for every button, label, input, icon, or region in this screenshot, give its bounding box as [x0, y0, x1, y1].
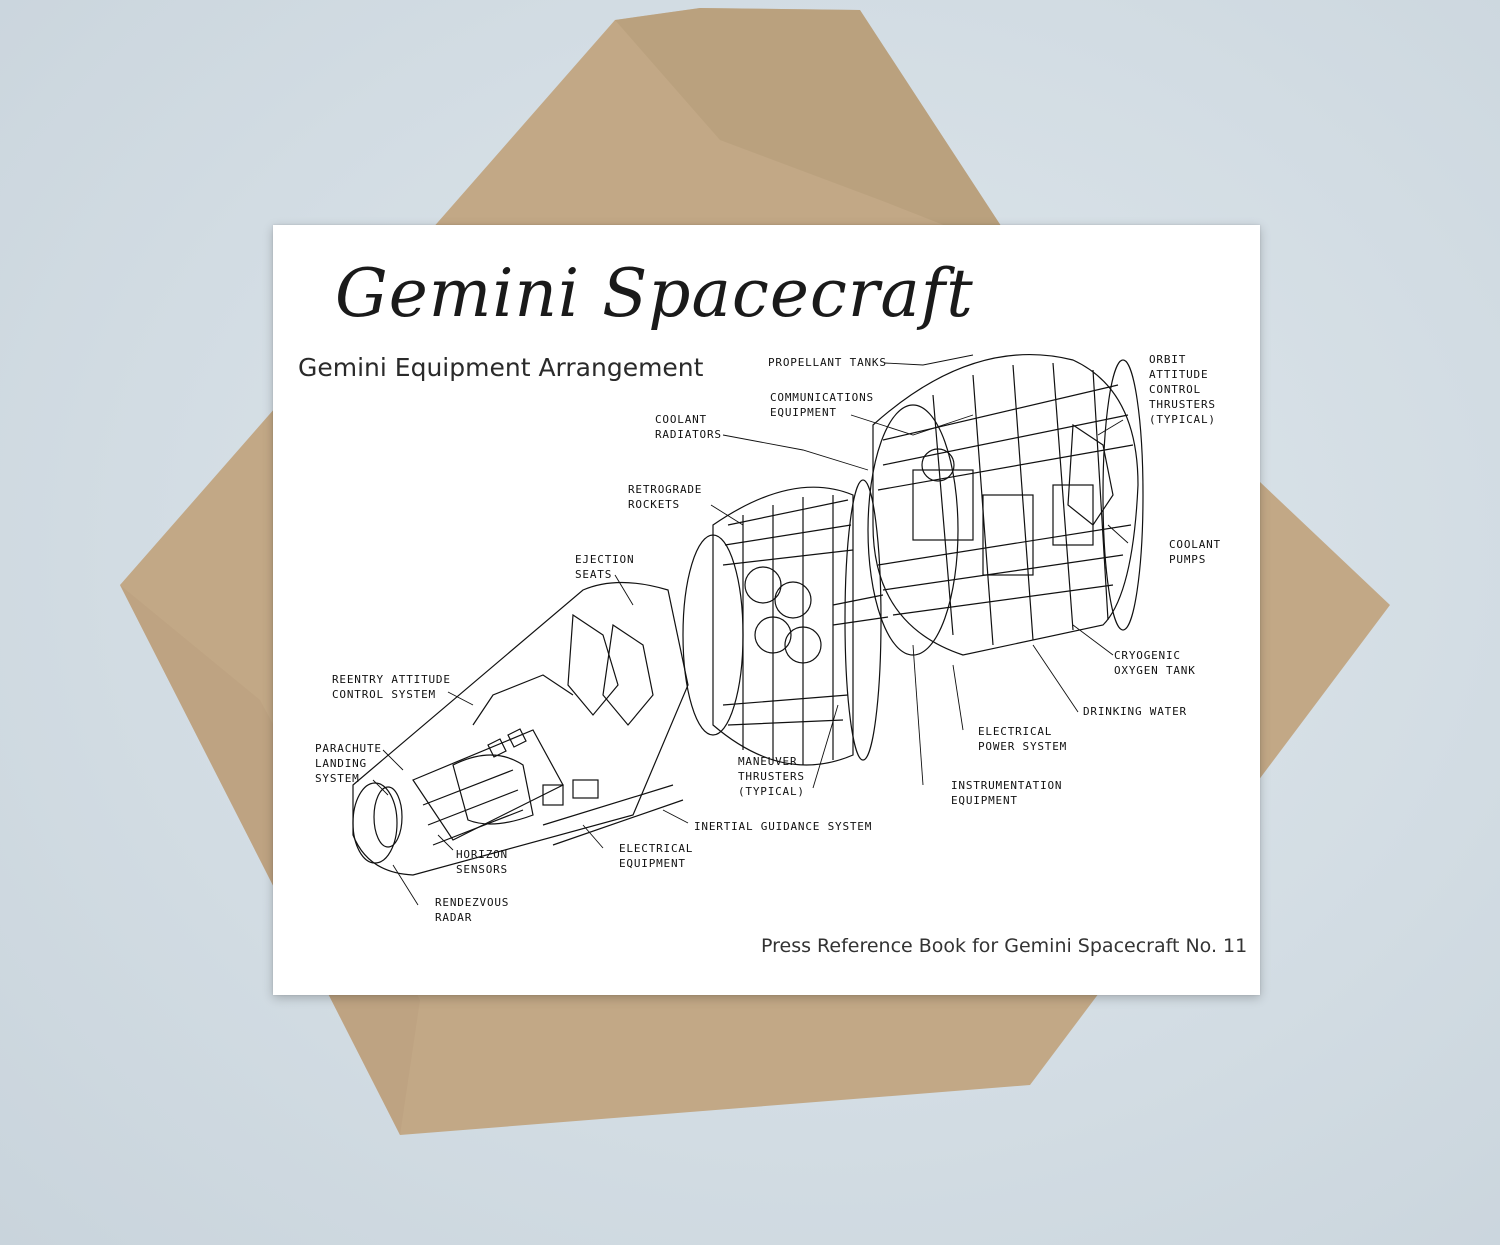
label-communications-equipment: COMMUNICATIONS EQUIPMENT	[770, 391, 874, 419]
retrograde-section-drawing	[682, 479, 889, 766]
postcard: Gemini Spacecraft Gemini Equipment Arran…	[273, 225, 1260, 995]
label-electrical-equipment: ELECTRICAL EQUIPMENT	[619, 842, 694, 870]
label-retrograde-rockets: RETROGRADE ROCKETS	[628, 483, 703, 511]
reentry-module-drawing	[352, 581, 689, 876]
card-title: Gemini Spacecraft	[335, 255, 974, 332]
label-rendezvous-radar: RENDEZVOUS RADAR	[435, 896, 510, 924]
label-electrical-power-system: ELECTRICAL POWER SYSTEM	[978, 725, 1068, 753]
adapter-module-drawing	[867, 354, 1144, 656]
label-cryogenic-oxygen-tank: CRYOGENIC OXYGEN TANK	[1114, 649, 1196, 677]
label-orbit-attitude-thrusters: ORBIT ATTITUDE CONTROL THRUSTERS (TYPICA…	[1149, 353, 1216, 426]
card-footer: Press Reference Book for Gemini Spacecra…	[761, 935, 1248, 957]
label-horizon-sensors: HORIZON SENSORS	[456, 848, 508, 876]
leader-lines	[372, 354, 1129, 906]
label-drinking-water: DRINKING WATER	[1083, 705, 1187, 718]
label-maneuver-thrusters: MANEUVER THRUSTERS (TYPICAL)	[738, 755, 805, 798]
label-reentry-attitude-control: REENTRY ATTITUDE CONTROL SYSTEM	[332, 673, 451, 701]
spacecraft-illustration	[352, 354, 1144, 906]
card-subtitle: Gemini Equipment Arrangement	[298, 353, 704, 382]
label-inertial-guidance-system: INERTIAL GUIDANCE SYSTEM	[694, 820, 873, 833]
label-parachute-landing-system: PARACHUTE LANDING SYSTEM	[315, 742, 382, 785]
label-propellant-tanks: PROPELLANT TANKS	[768, 356, 887, 369]
label-ejection-seats: EJECTION SEATS	[575, 553, 635, 581]
label-coolant-radiators: COOLANT RADIATORS	[655, 413, 722, 441]
label-instrumentation-equipment: INSTRUMENTATION EQUIPMENT	[951, 779, 1063, 807]
label-coolant-pumps: COOLANT PUMPS	[1169, 538, 1221, 566]
